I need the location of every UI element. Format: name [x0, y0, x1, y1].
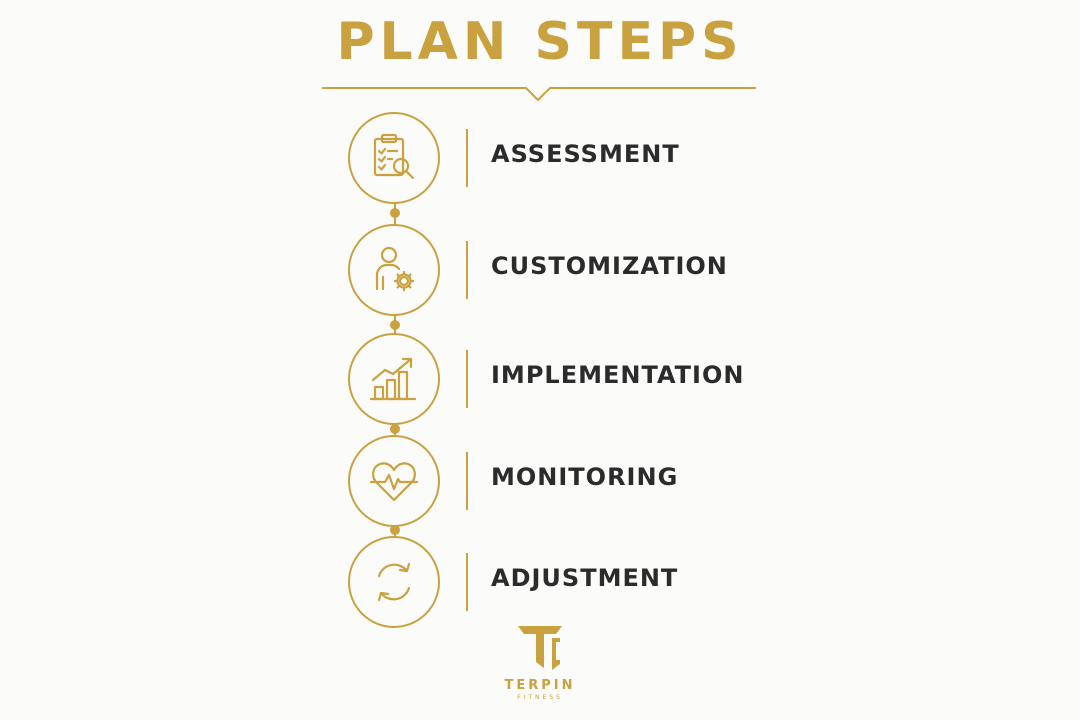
connector-dot	[390, 208, 400, 218]
step-label: ASSESSMENT	[491, 140, 680, 168]
step-customization: CUSTOMIZATION	[348, 224, 748, 316]
step-divider	[466, 350, 468, 408]
brand-logo: TERPIN FITNESS	[480, 622, 600, 701]
step-divider	[466, 129, 468, 187]
step-icon-circle	[348, 333, 440, 425]
step-implementation: IMPLEMENTATION	[348, 333, 748, 425]
step-label: MONITORING	[491, 463, 679, 491]
title-divider	[322, 87, 756, 102]
step-divider	[466, 452, 468, 510]
connector-dot	[390, 424, 400, 434]
step-label: ADJUSTMENT	[491, 564, 679, 592]
connector-dot	[390, 320, 400, 330]
step-adjustment: ADJUSTMENT	[348, 536, 748, 628]
brand-tagline: FITNESS	[517, 694, 563, 701]
refresh-cycle-icon	[377, 562, 411, 602]
step-icon-circle	[348, 224, 440, 316]
step-label: IMPLEMENTATION	[491, 361, 745, 389]
clipboard-search-icon	[373, 133, 415, 180]
terpin-logo-icon	[518, 626, 562, 670]
step-label: CUSTOMIZATION	[491, 252, 728, 280]
step-divider	[466, 553, 468, 611]
step-divider	[466, 241, 468, 299]
step-icon-circle	[348, 435, 440, 527]
heart-pulse-icon	[369, 462, 419, 502]
connector-dot	[390, 525, 400, 535]
step-assessment: ASSESSMENT	[348, 112, 748, 204]
growth-chart-icon	[369, 357, 417, 401]
brand-name: TERPIN	[504, 678, 576, 693]
page-title: PLAN STEPS	[336, 12, 744, 72]
step-monitoring: MONITORING	[348, 435, 748, 527]
user-gear-icon	[375, 246, 415, 292]
step-icon-circle	[348, 112, 440, 204]
step-icon-circle	[348, 536, 440, 628]
